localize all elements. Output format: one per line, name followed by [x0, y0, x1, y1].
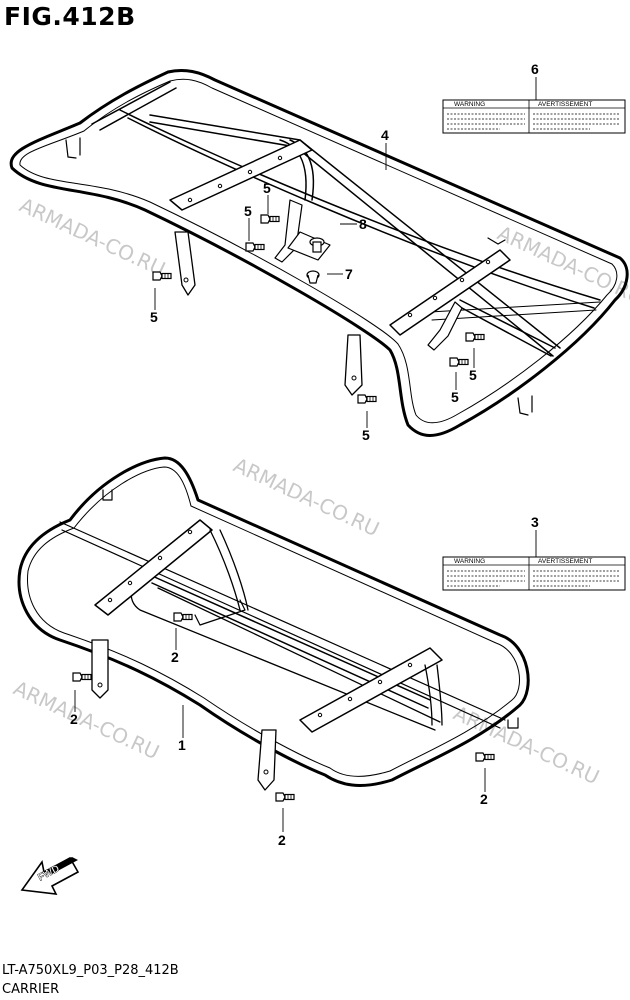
bolt-icon [275, 792, 295, 802]
callout-5: 5 [469, 367, 477, 383]
watermark-text: ARMADA-CO.RU [230, 453, 383, 541]
warning-label-3: WARNING AVERTISSEMENT [442, 556, 626, 591]
figure-code: LT-A750XL9_P03_P28_412B [2, 963, 179, 978]
callout-2: 2 [278, 832, 286, 848]
bolt-icon [449, 357, 469, 367]
callout-2: 2 [171, 649, 179, 665]
rear-carrier-rack [17, 456, 530, 791]
callout-5: 5 [244, 203, 252, 219]
bolt-icon [465, 332, 485, 342]
callout-2: 2 [480, 791, 488, 807]
screw-icon [309, 237, 325, 253]
callouts: 6 4 5 5 5 8 7 5 5 5 3 2 2 1 2 2 [70, 61, 539, 848]
callout-5: 5 [362, 427, 370, 443]
bolt-icon [260, 214, 280, 224]
callout-1: 1 [178, 737, 186, 753]
callout-5: 5 [263, 180, 271, 196]
bolt-icon [152, 271, 172, 281]
warning-label-6: WARNING AVERTISSEMENT [442, 99, 626, 134]
callout-8: 8 [359, 216, 367, 232]
watermark-text: ARMADA-CO.RU [10, 676, 163, 764]
figure-title: FIG.412B [4, 2, 136, 31]
warning-text: WARNING [454, 101, 485, 108]
leader-lines [74, 77, 537, 832]
nut-icon [306, 270, 320, 284]
avertissement-text: AVERTISSEMENT [538, 101, 592, 108]
callout-4: 4 [381, 127, 389, 143]
callout-5: 5 [451, 389, 459, 405]
warning-text: WARNING [454, 558, 485, 565]
bolt-icon [72, 672, 92, 682]
fwd-arrow-icon: FWD [20, 856, 80, 895]
callout-2: 2 [70, 711, 78, 727]
figure-name: CARRIER [2, 982, 60, 997]
callout-6: 6 [531, 61, 539, 77]
callout-5: 5 [150, 309, 158, 325]
watermark-text: ARMADA-CO.RU [450, 701, 603, 789]
avertissement-text: AVERTISSEMENT [538, 558, 592, 565]
watermark-text: ARMADA-CO.RU [16, 193, 169, 281]
bolt-icon [173, 612, 193, 622]
bolt-icon [357, 394, 377, 404]
callout-7: 7 [345, 266, 353, 282]
bolt-icon [245, 242, 265, 252]
bolt-icon [475, 752, 495, 762]
callout-3: 3 [531, 514, 539, 530]
front-carrier-rack [9, 68, 629, 437]
